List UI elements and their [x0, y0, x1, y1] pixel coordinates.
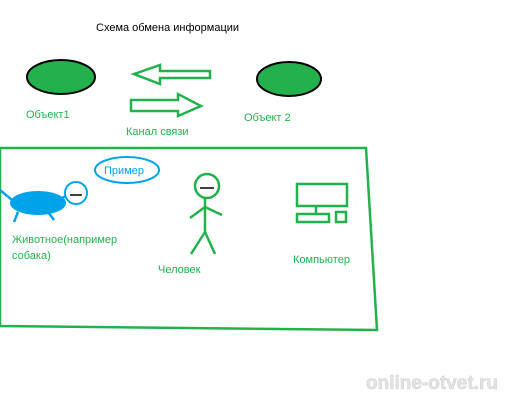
watermark: online-otvet.ru: [366, 373, 498, 394]
object2-ellipse: [256, 61, 322, 97]
dog-icon: [0, 181, 88, 223]
example-badge-label: Пример: [104, 165, 144, 177]
computer-label: Компьютер: [293, 254, 350, 266]
object2-label: Объект 2: [244, 112, 291, 124]
object1-label: Объект1: [26, 109, 70, 121]
examples-frame: [0, 146, 379, 332]
arrow-right-icon: [129, 91, 204, 118]
channel-label: Канал связи: [126, 126, 189, 138]
animal-label-line1: Животное(например: [12, 234, 117, 246]
example-badge-ellipse: [94, 156, 160, 184]
diagram-title: Схема обмена информации: [96, 22, 239, 34]
human-label: Человек: [158, 264, 201, 276]
animal-label-line2: собака): [12, 250, 51, 262]
stick-figure-icon: [189, 172, 223, 255]
computer-icon: [295, 182, 349, 224]
arrow-left-icon: [130, 63, 212, 86]
object1-ellipse: [26, 59, 96, 95]
